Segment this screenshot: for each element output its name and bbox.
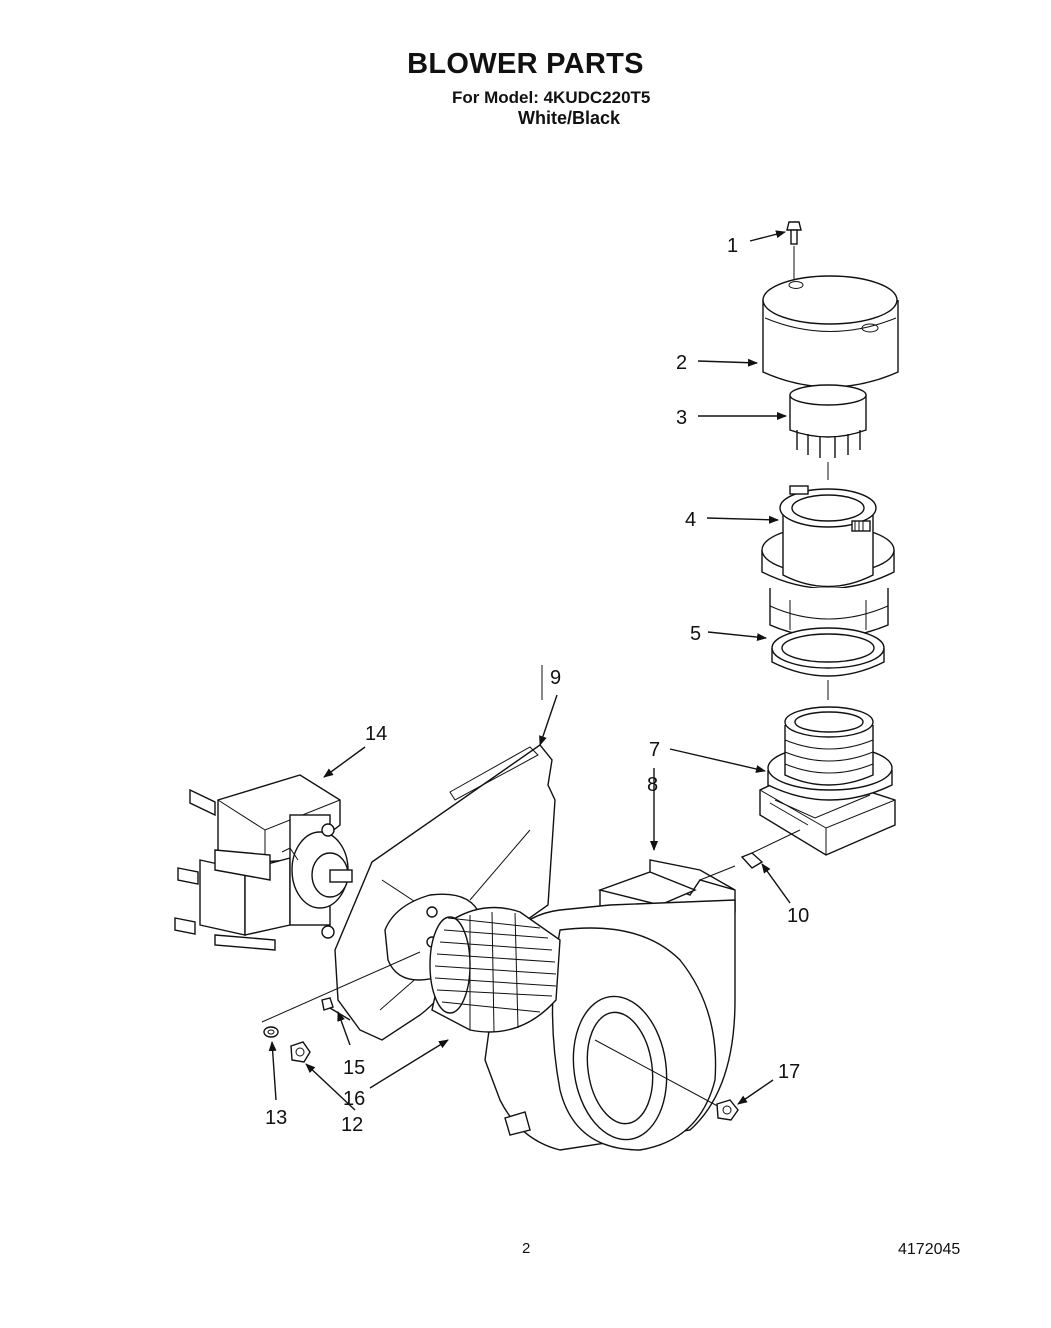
part-blower-wheel-16 [429, 906, 561, 1033]
callout-5: 5 [690, 623, 701, 645]
part-nut-17 [716, 1099, 739, 1121]
part-seal-7 [759, 706, 896, 856]
callout-2: 2 [676, 352, 687, 374]
shaft-axis-line-right [594, 1039, 726, 1111]
part-mounting-plate-9 [334, 665, 556, 1041]
callout-7: 7 [649, 739, 660, 761]
callout-8: 8 [647, 774, 658, 796]
part-screw-1 [786, 221, 802, 282]
part-connector-3 [789, 384, 867, 480]
callout-9: 9 [550, 667, 561, 689]
page-title: BLOWER PARTS [407, 48, 644, 80]
callout-10: 10 [787, 905, 809, 927]
page-number: 2 [522, 1240, 531, 1257]
callout-15: 15 [343, 1057, 365, 1079]
part-housing-4 [761, 485, 895, 639]
callout-12: 12 [341, 1114, 363, 1136]
part-washer-13 [263, 1026, 279, 1038]
callout-14: 14 [365, 723, 387, 745]
callout-16: 16 [343, 1088, 365, 1110]
callout-4: 4 [685, 509, 696, 531]
leader-lines [268, 230, 791, 1111]
part-motor-14 [174, 774, 353, 951]
callout-17: 17 [778, 1061, 800, 1083]
part-cover-2 [762, 275, 899, 388]
color-line: White/Black [518, 108, 621, 128]
part-clip-10 [740, 829, 801, 869]
model-line: For Model: 4KUDC220T5 [452, 88, 651, 107]
callout-13: 13 [265, 1107, 287, 1129]
part-nut-12 [290, 1041, 311, 1063]
callout-3: 3 [676, 407, 687, 429]
callout-1: 1 [727, 235, 738, 257]
part-gasket-5 [771, 627, 885, 700]
document-number: 4172045 [898, 1241, 961, 1258]
shaft-axis-line [261, 951, 421, 1023]
